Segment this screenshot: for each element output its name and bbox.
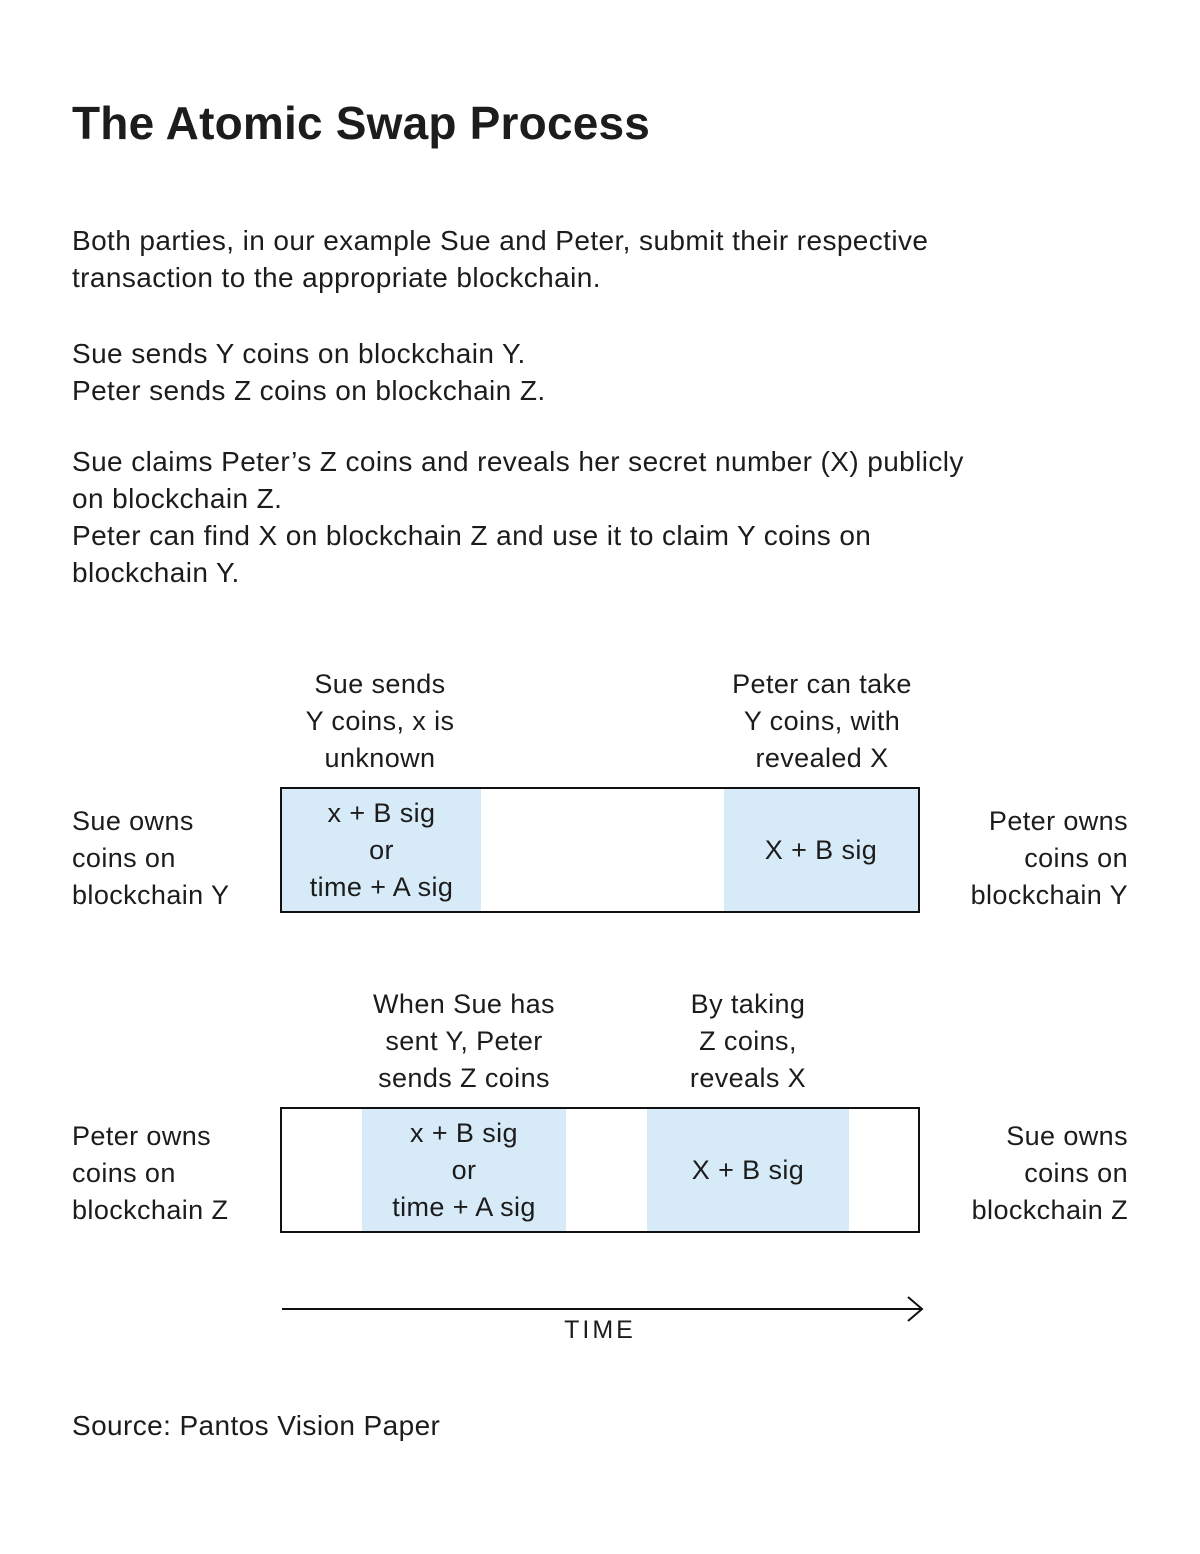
text-line: Both parties, in our example Sue and Pet… xyxy=(72,225,929,256)
text-line: on blockchain Z. xyxy=(72,483,283,514)
row2-left-label: Peter owns coins on blockchain Z xyxy=(72,1118,280,1229)
text-line: Sue sends xyxy=(314,669,446,699)
text-line: or xyxy=(369,834,394,865)
intro-paragraph-2: Sue sends Y coins on blockchain Y. Peter… xyxy=(72,335,546,409)
text-line: sends Z coins xyxy=(378,1063,550,1093)
text-line: When Sue has xyxy=(373,989,555,1019)
row2-right-label: Sue owns coins on blockchain Z xyxy=(868,1118,1128,1229)
text-line: X + B sig xyxy=(691,1154,805,1185)
time-axis-label: TIME xyxy=(564,1316,636,1344)
text-line: Y coins, with xyxy=(743,706,901,736)
text-line: Sue owns xyxy=(72,806,194,836)
text-line: Peter can find X on blockchain Z and use… xyxy=(72,520,872,551)
text-line: time + A sig xyxy=(392,1191,536,1222)
text-line: Peter owns xyxy=(988,806,1128,836)
text-line: revealed X xyxy=(755,743,889,773)
row1-annotation-right: Peter can take Y coins, with revealed X xyxy=(652,666,992,777)
row1-annotation-left: Sue sends Y coins, x is unknown xyxy=(210,666,550,777)
text-line: By taking xyxy=(690,989,806,1019)
row1-timeline-bar: x + B sig or time + A sig X + B sig xyxy=(280,787,920,913)
text-line: transaction to the appropriate blockchai… xyxy=(72,262,601,293)
text-line: coins on xyxy=(72,1158,176,1188)
text-line: sent Y, Peter xyxy=(385,1026,543,1056)
text-line: Sue owns xyxy=(1006,1121,1128,1151)
text-line: coins on xyxy=(1024,1158,1128,1188)
text-line: time + A sig xyxy=(309,871,454,902)
text-line: blockchain Y xyxy=(72,880,230,910)
row1-segment-claim: X + B sig xyxy=(724,789,918,911)
text-line: unknown xyxy=(324,743,436,773)
text-line: blockchain Z xyxy=(72,1195,229,1225)
text-line: or xyxy=(451,1154,477,1185)
text-line: Sue claims Peter’s Z coins and reveals h… xyxy=(72,446,964,477)
text-line: Y coins, x is xyxy=(305,706,455,736)
source-attribution: Source: Pantos Vision Paper xyxy=(72,1410,441,1441)
text-line: Peter can take xyxy=(732,669,912,699)
text-line: coins on xyxy=(1024,843,1128,873)
text-line: x + B sig xyxy=(410,1117,518,1148)
row2-annotation-left: When Sue has sent Y, Peter sends Z coins xyxy=(294,986,634,1097)
intro-paragraph-3: Sue claims Peter’s Z coins and reveals h… xyxy=(72,443,964,591)
text-line: Peter sends Z coins on blockchain Z. xyxy=(72,375,546,406)
text-line: Z coins, xyxy=(699,1026,797,1056)
time-arrow-icon xyxy=(280,1294,928,1324)
row2-segment-claim: X + B sig xyxy=(647,1109,849,1231)
row2-segment-lock: x + B sig or time + A sig xyxy=(362,1109,566,1231)
text-line: coins on xyxy=(72,843,176,873)
text-line: x + B sig xyxy=(327,797,436,828)
row1-left-label: Sue owns coins on blockchain Y xyxy=(72,803,280,914)
text-line: blockchain Z xyxy=(971,1195,1128,1225)
row2-annotation-right: By taking Z coins, reveals X xyxy=(578,986,918,1097)
text-line: X + B sig xyxy=(764,834,878,865)
text-line: Peter owns xyxy=(72,1121,212,1151)
text-line: blockchain Y. xyxy=(72,557,240,588)
row1-right-label: Peter owns coins on blockchain Y xyxy=(868,803,1128,914)
row1-segment-lock: x + B sig or time + A sig xyxy=(282,789,481,911)
row2-timeline-bar: x + B sig or time + A sig X + B sig xyxy=(280,1107,920,1233)
text-line: Sue sends Y coins on blockchain Y. xyxy=(72,338,526,369)
intro-paragraph-1: Both parties, in our example Sue and Pet… xyxy=(72,222,928,296)
text-line: blockchain Y xyxy=(970,880,1128,910)
page-title: The Atomic Swap Process xyxy=(72,97,651,149)
text-line: reveals X xyxy=(689,1063,807,1093)
